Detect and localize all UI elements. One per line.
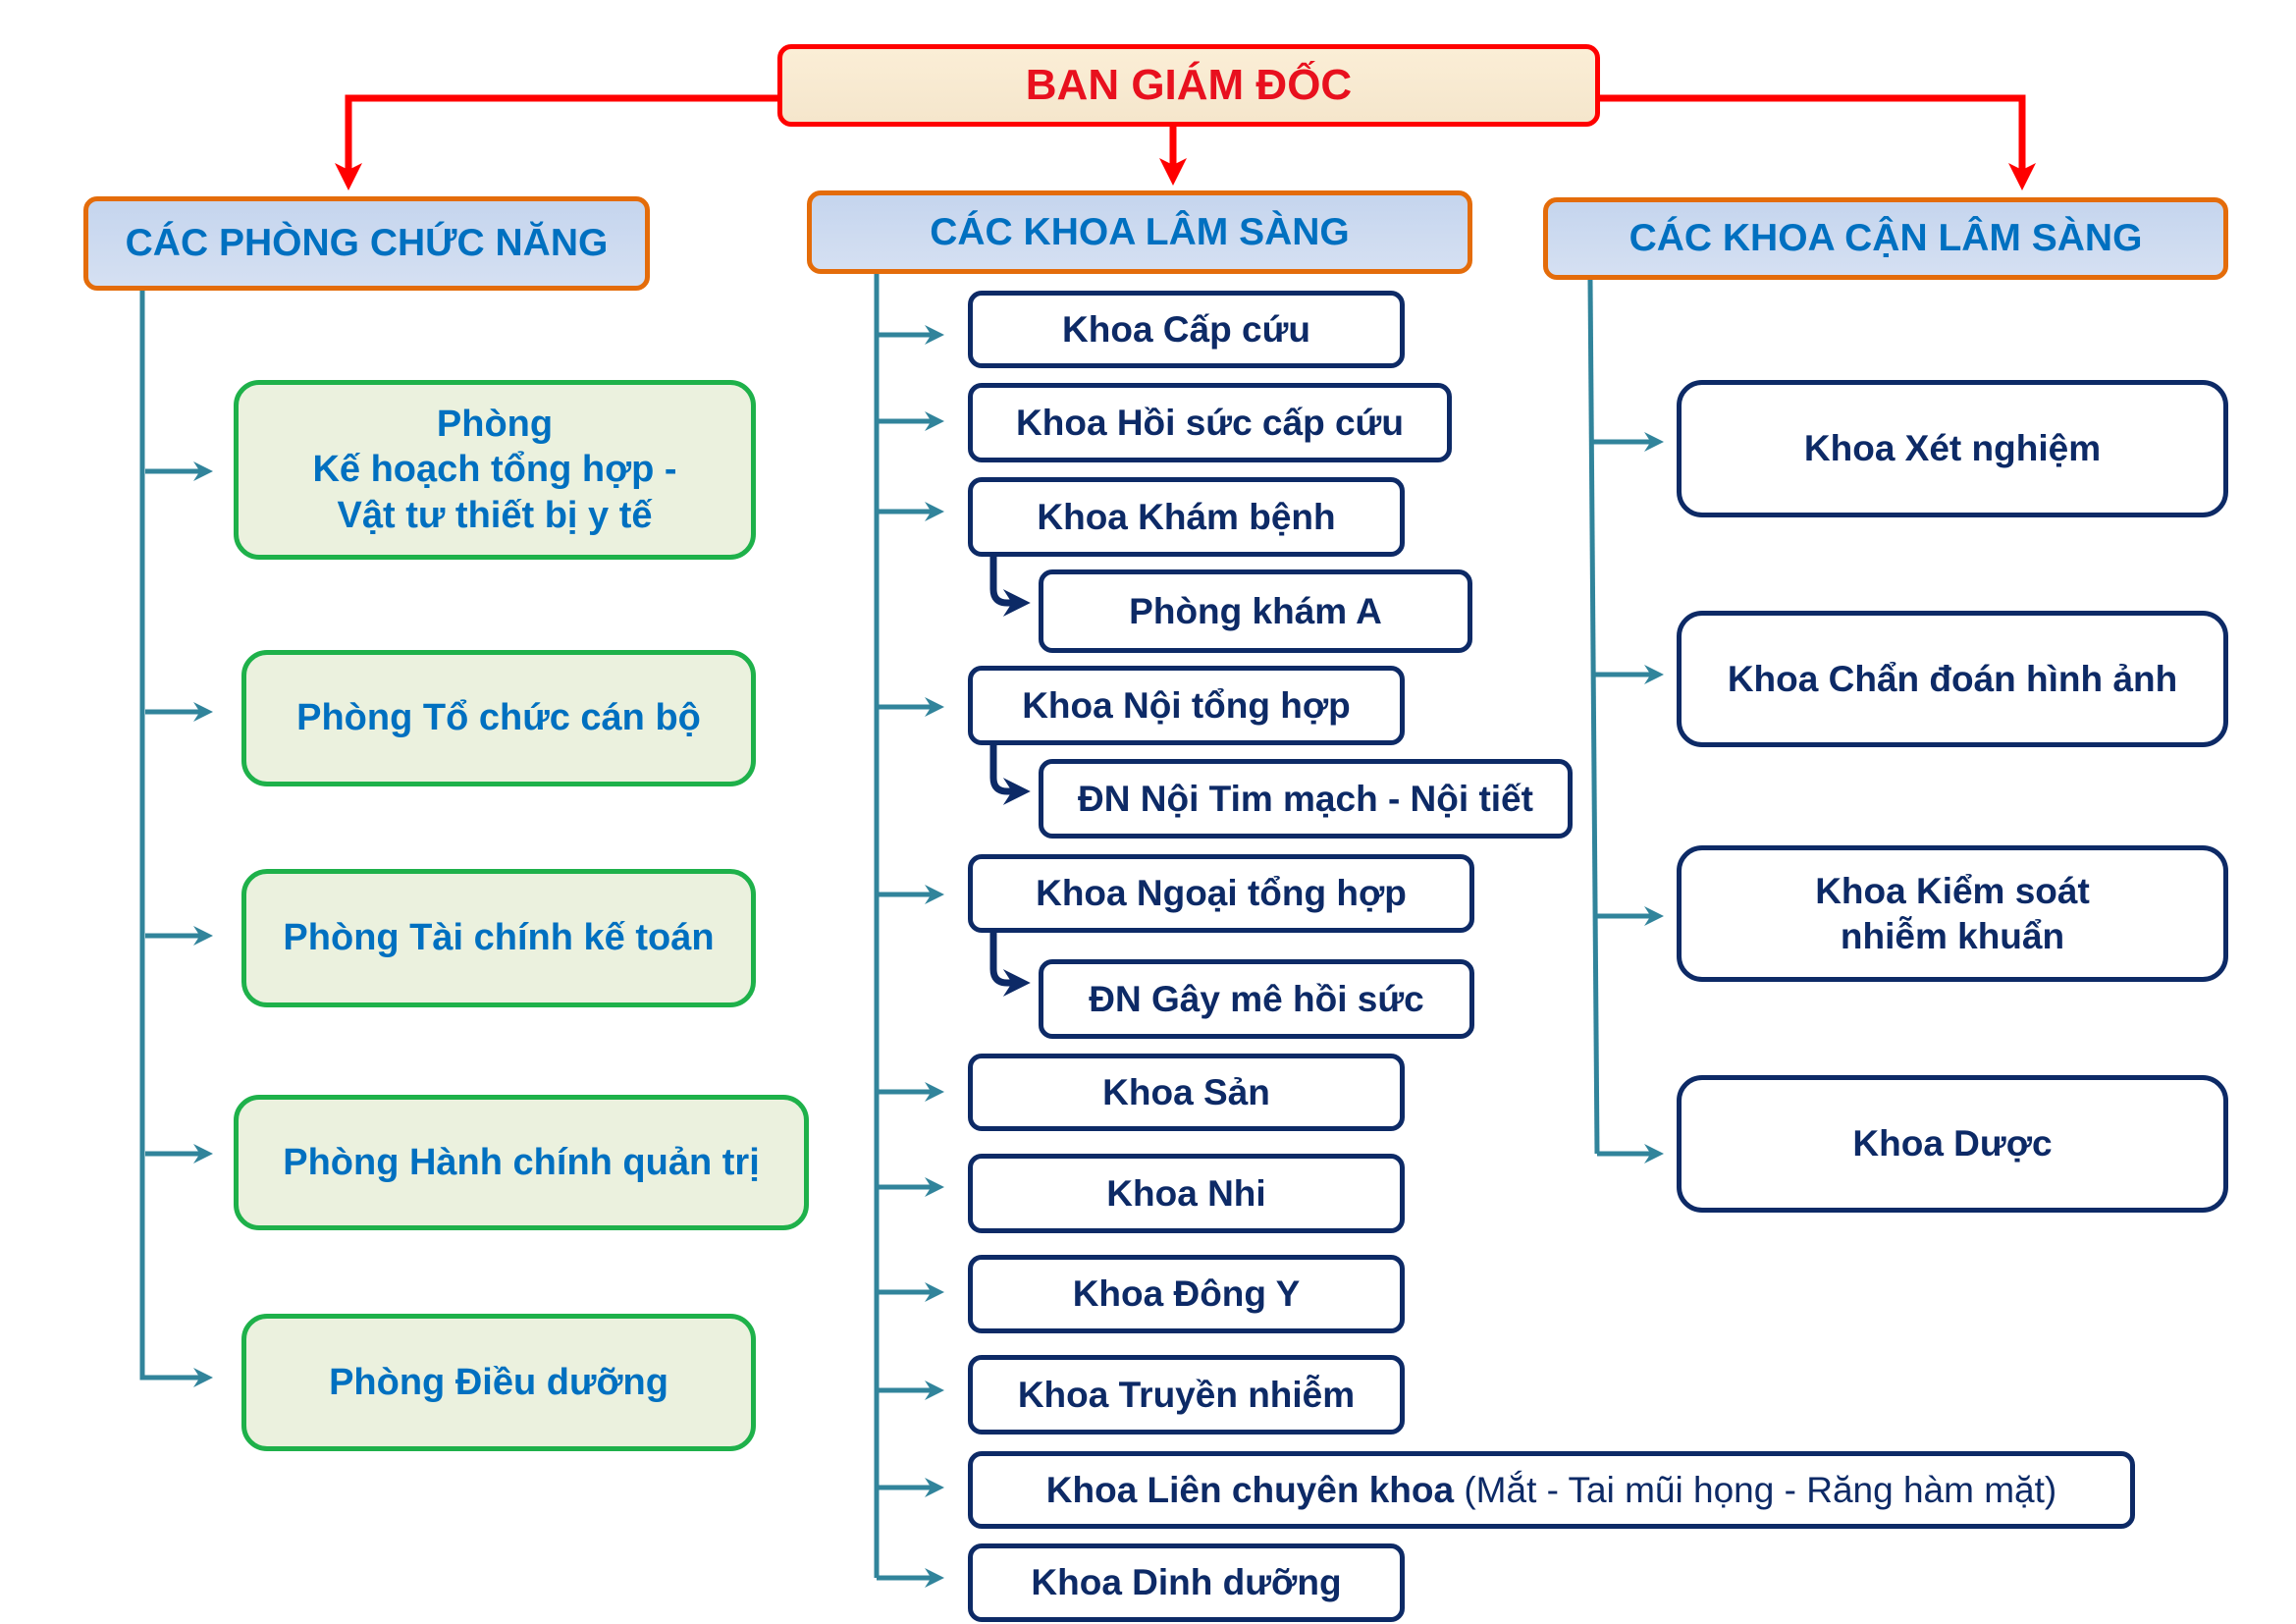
node-khoa-lien-chuyen-khoa-label: Khoa Liên chuyên khoa (1045, 1469, 1455, 1510)
node-khoa-duoc: Khoa Dược (1677, 1075, 2228, 1213)
node-khoa-san: Khoa Sản (968, 1054, 1405, 1131)
group-header-functional: CÁC PHÒNG CHỨC NĂNG (83, 196, 650, 291)
root-node-ban-giam-doc: BAN GIÁM ĐỐC (777, 44, 1600, 127)
node-phong-kham-a: Phòng khám A (1039, 569, 1472, 653)
node-khoa-nhi: Khoa Nhi (968, 1154, 1405, 1233)
node-phong-dieu-duong: Phòng Điều dưỡng (241, 1314, 756, 1451)
sub-connector-gay-me (989, 933, 1031, 997)
node-khoa-lien-chuyen-khoa-note: (Mắt - Tai mũi họng - Răng hàm mặt) (1454, 1469, 2057, 1510)
node-khoa-ngoai-tong-hop: Khoa Ngoại tổng hợp (968, 854, 1474, 933)
connector-root-to-functional (335, 94, 777, 190)
node-khoa-kiem-soat-nhiem-khuan: Khoa Kiểm soát nhiễm khuẩn (1677, 845, 2228, 982)
node-phong-tai-chinh-ke-toan: Phòng Tài chính kế toán (241, 869, 756, 1007)
node-khoa-kham-benh: Khoa Khám bệnh (968, 477, 1405, 557)
node-khoa-dinh-duong: Khoa Dinh dưỡng (968, 1543, 1405, 1622)
node-khoa-xet-nghiem: Khoa Xét nghiệm (1677, 380, 2228, 517)
node-dn-gay-me-hoi-suc: ĐN Gây mê hồi sức (1039, 959, 1474, 1039)
node-khoa-noi-tong-hop: Khoa Nội tổng hợp (968, 666, 1405, 745)
node-phong-to-chuc-can-bo: Phòng Tổ chức cán bộ (241, 650, 756, 786)
trunk-functional (139, 291, 196, 1380)
node-khoa-dong-y: Khoa Đông Y (968, 1255, 1405, 1333)
node-khoa-lien-chuyen-khoa: Khoa Liên chuyên khoa (Mắt - Tai mũi họn… (968, 1451, 2135, 1529)
node-khoa-chan-doan-hinh-anh: Khoa Chẩn đoán hình ảnh (1677, 611, 2228, 747)
trunk-paraclinical (1587, 279, 1600, 1155)
sub-connector-phong-kham-a (989, 557, 1031, 617)
node-khoa-hoi-suc-cap-cuu: Khoa Hồi sức cấp cứu (968, 383, 1452, 462)
node-khoa-truyen-nhiem: Khoa Truyền nhiễm (968, 1355, 1405, 1435)
group-header-paraclinical: CÁC KHOA CẬN LÂM SÀNG (1543, 197, 2228, 280)
connector-root-to-paraclinical (1600, 94, 2036, 190)
node-phong-hanh-chinh-quan-tri: Phòng Hành chính quản trị (234, 1095, 809, 1230)
node-dn-noi-tim-mach-noi-tiet: ĐN Nội Tim mạch - Nội tiết (1039, 759, 1573, 839)
group-header-clinical: CÁC KHOA LÂM SÀNG (807, 190, 1472, 274)
node-khoa-cap-cuu: Khoa Cấp cứu (968, 291, 1405, 368)
sub-connector-tim-mach (989, 745, 1031, 805)
node-phong-ke-hoach-tong-hop: Phòng Kế hoạch tổng hợp - Vật tư thiết b… (234, 380, 756, 560)
